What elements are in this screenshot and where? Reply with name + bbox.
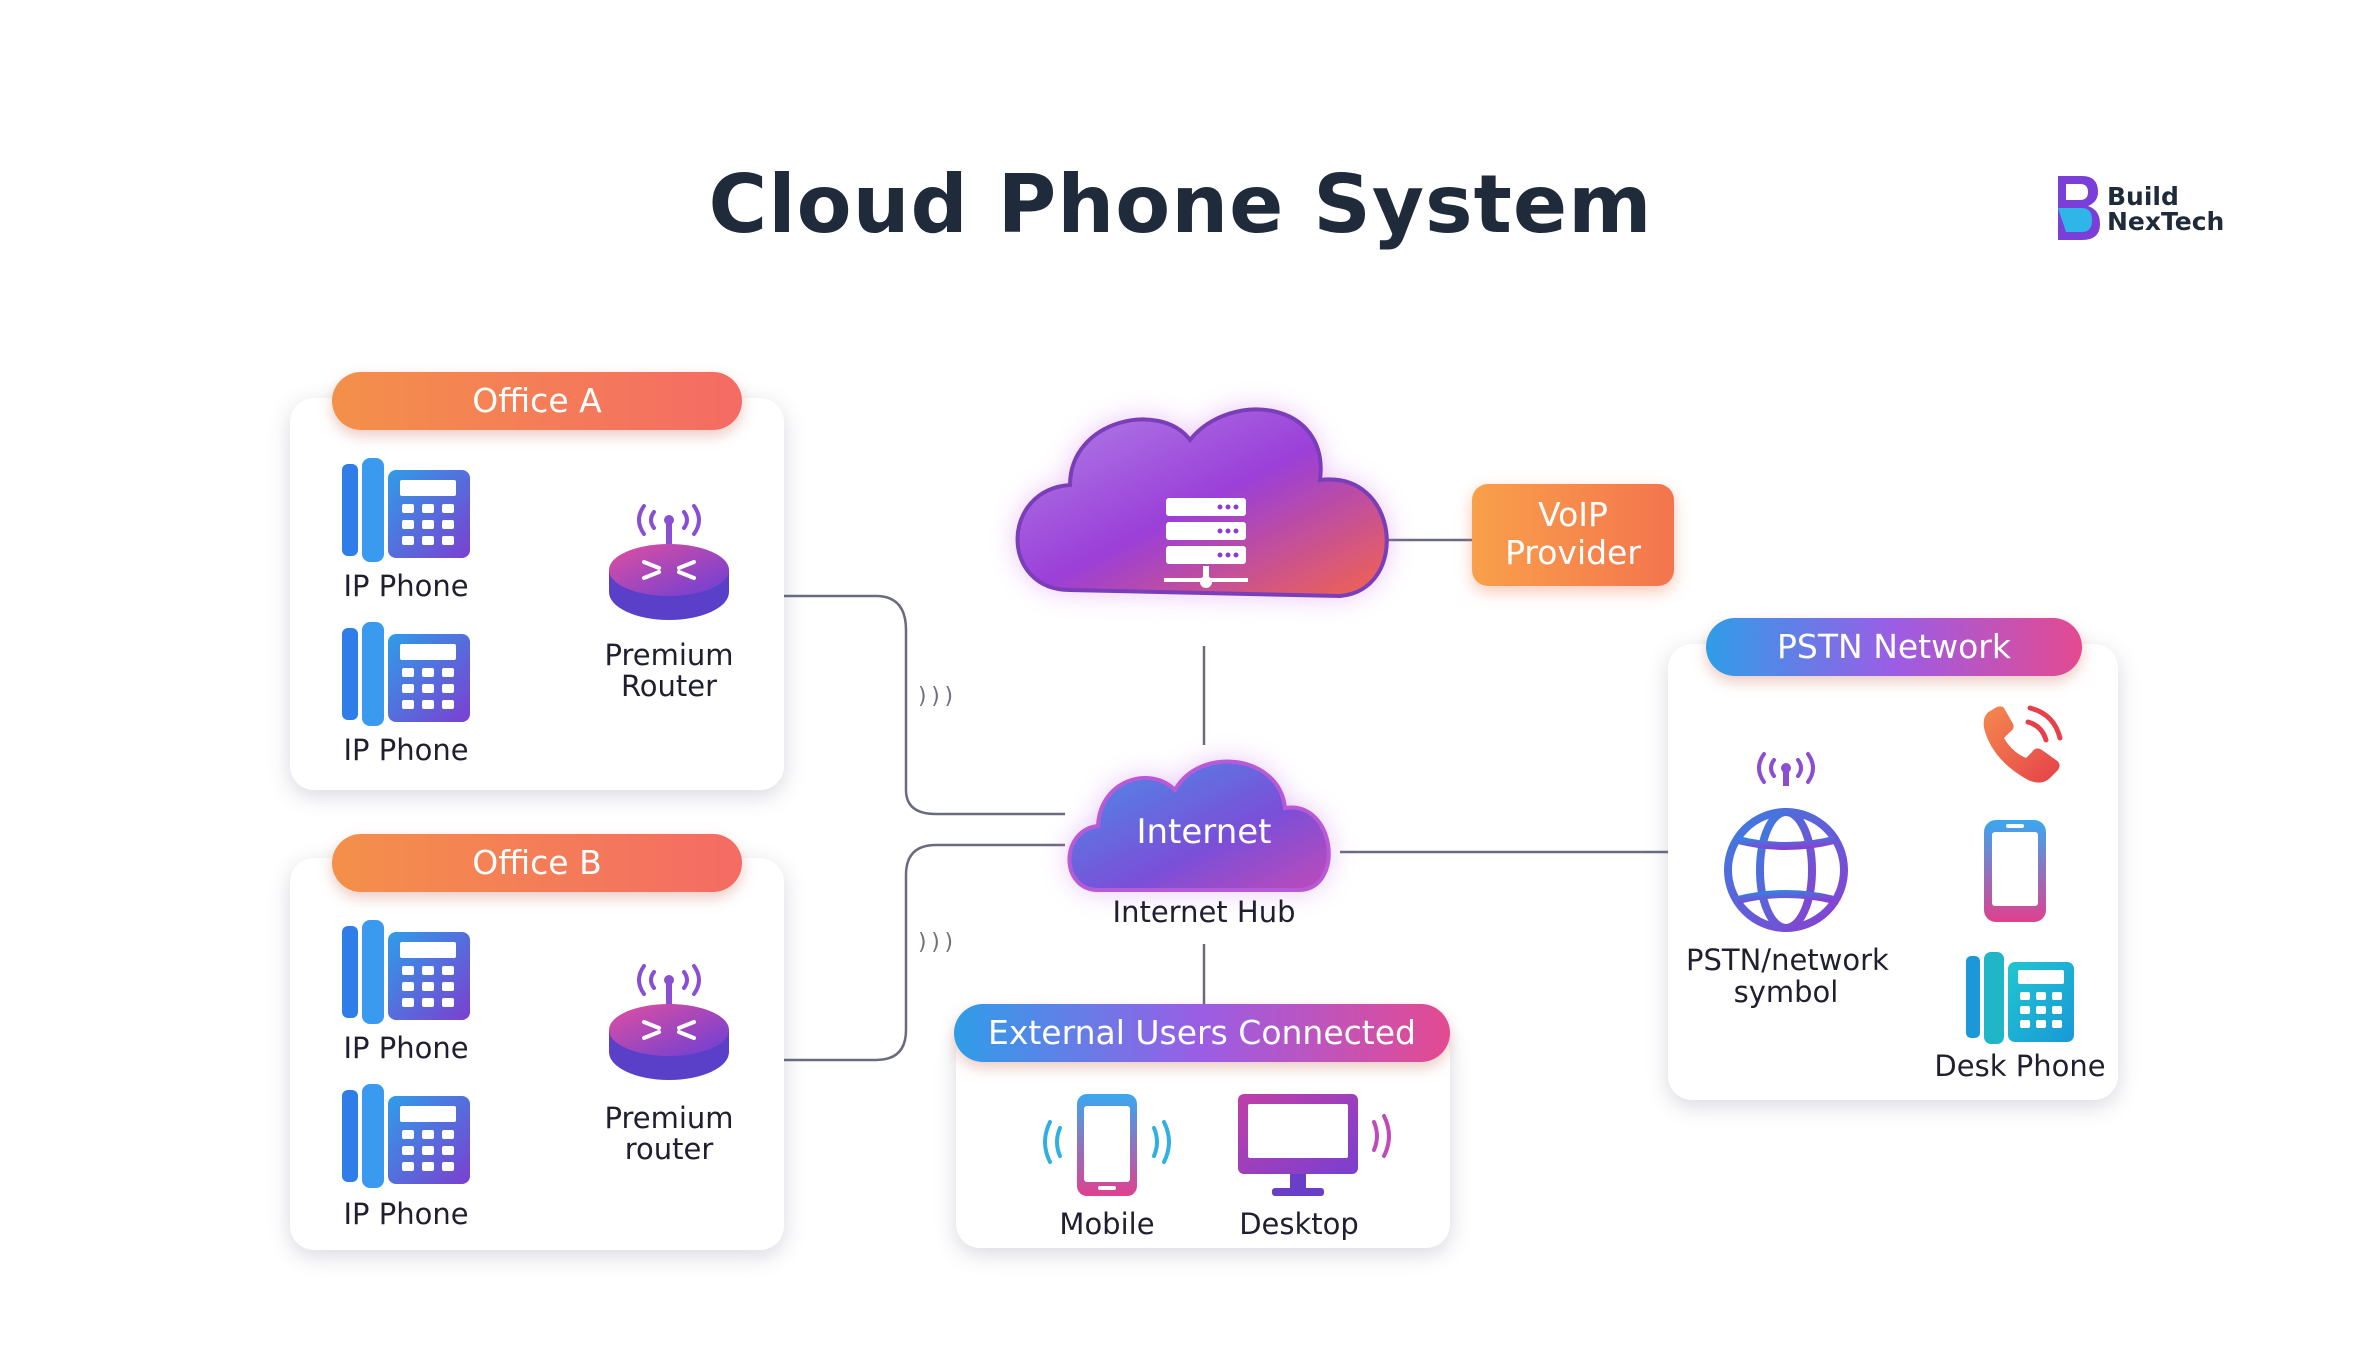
brand-line1: Build: [2107, 182, 2179, 211]
external-users-title: External Users Connected: [954, 1004, 1450, 1062]
pstn-desk-phone-label: Desk Phone: [1934, 1049, 2106, 1083]
brand-line2: NexTech: [2107, 207, 2225, 236]
line-routera-internet: [745, 594, 1065, 816]
brand-mark-icon: [2058, 176, 2100, 240]
router-icon: [609, 504, 729, 620]
external-users-card: [956, 1030, 1450, 1248]
office-a-phone1-label: IP Phone: [343, 569, 469, 603]
smartphone-icon: [1984, 820, 2046, 922]
page-title: Cloud Phone System: [708, 158, 1653, 251]
office-b-phone2-label: IP Phone: [343, 1197, 469, 1231]
office-b-router-label-line2: router: [624, 1132, 714, 1166]
ip-phone-icon: [342, 458, 470, 562]
voip-line2: Provider: [1505, 533, 1641, 572]
office-a-phone2-label: IP Phone: [343, 733, 469, 767]
office-a-title: Office A: [332, 372, 742, 430]
smartphone-icon: [1043, 1094, 1171, 1196]
server-icon: [1164, 498, 1248, 588]
globe-icon: [1724, 752, 1848, 932]
signal-glyph: ))): [916, 930, 956, 955]
phone-handset-icon: [1983, 705, 2063, 783]
internet-hub-caption: Internet Hub: [1112, 895, 1296, 929]
pstn-symbol-label-line1: PSTN/network: [1686, 943, 1889, 977]
voip-provider-box: VoIP Provider: [1472, 484, 1674, 586]
antenna-icon: [637, 504, 701, 536]
ip-phone-icon: [342, 1084, 470, 1188]
antenna-icon: [1757, 752, 1815, 784]
desktop-monitor-icon: [1238, 1094, 1391, 1196]
office-b-phone1-label: IP Phone: [343, 1031, 469, 1065]
office-a-router-label-line1: Premium: [604, 638, 734, 672]
signal-glyph: ))): [916, 684, 956, 709]
office-b-title: Office B: [332, 834, 742, 892]
ip-phone-icon: [342, 920, 470, 1024]
ip-phone-icon: [342, 622, 470, 726]
desk-phone-icon: [1966, 952, 2074, 1044]
line-routerb-internet: [745, 843, 1065, 1062]
external-mobile-label: Mobile: [1059, 1207, 1155, 1241]
internet-cloud-label: Internet: [1136, 812, 1272, 852]
router-icon: [609, 964, 729, 1080]
pstn-network-title: PSTN Network: [1706, 618, 2082, 676]
voip-line1: VoIP: [1538, 495, 1608, 534]
internet-cloud: [1067, 759, 1331, 892]
pstn-symbol-label-line2: symbol: [1733, 975, 1839, 1009]
office-b-router-label-line1: Premium: [604, 1101, 734, 1135]
brand-logo: Build NexTech: [2052, 172, 2232, 244]
external-desktop-label: Desktop: [1239, 1207, 1359, 1241]
server-cloud: [1015, 407, 1389, 599]
office-a-router-label-line2: Router: [620, 669, 718, 703]
antenna-icon: [637, 964, 701, 996]
